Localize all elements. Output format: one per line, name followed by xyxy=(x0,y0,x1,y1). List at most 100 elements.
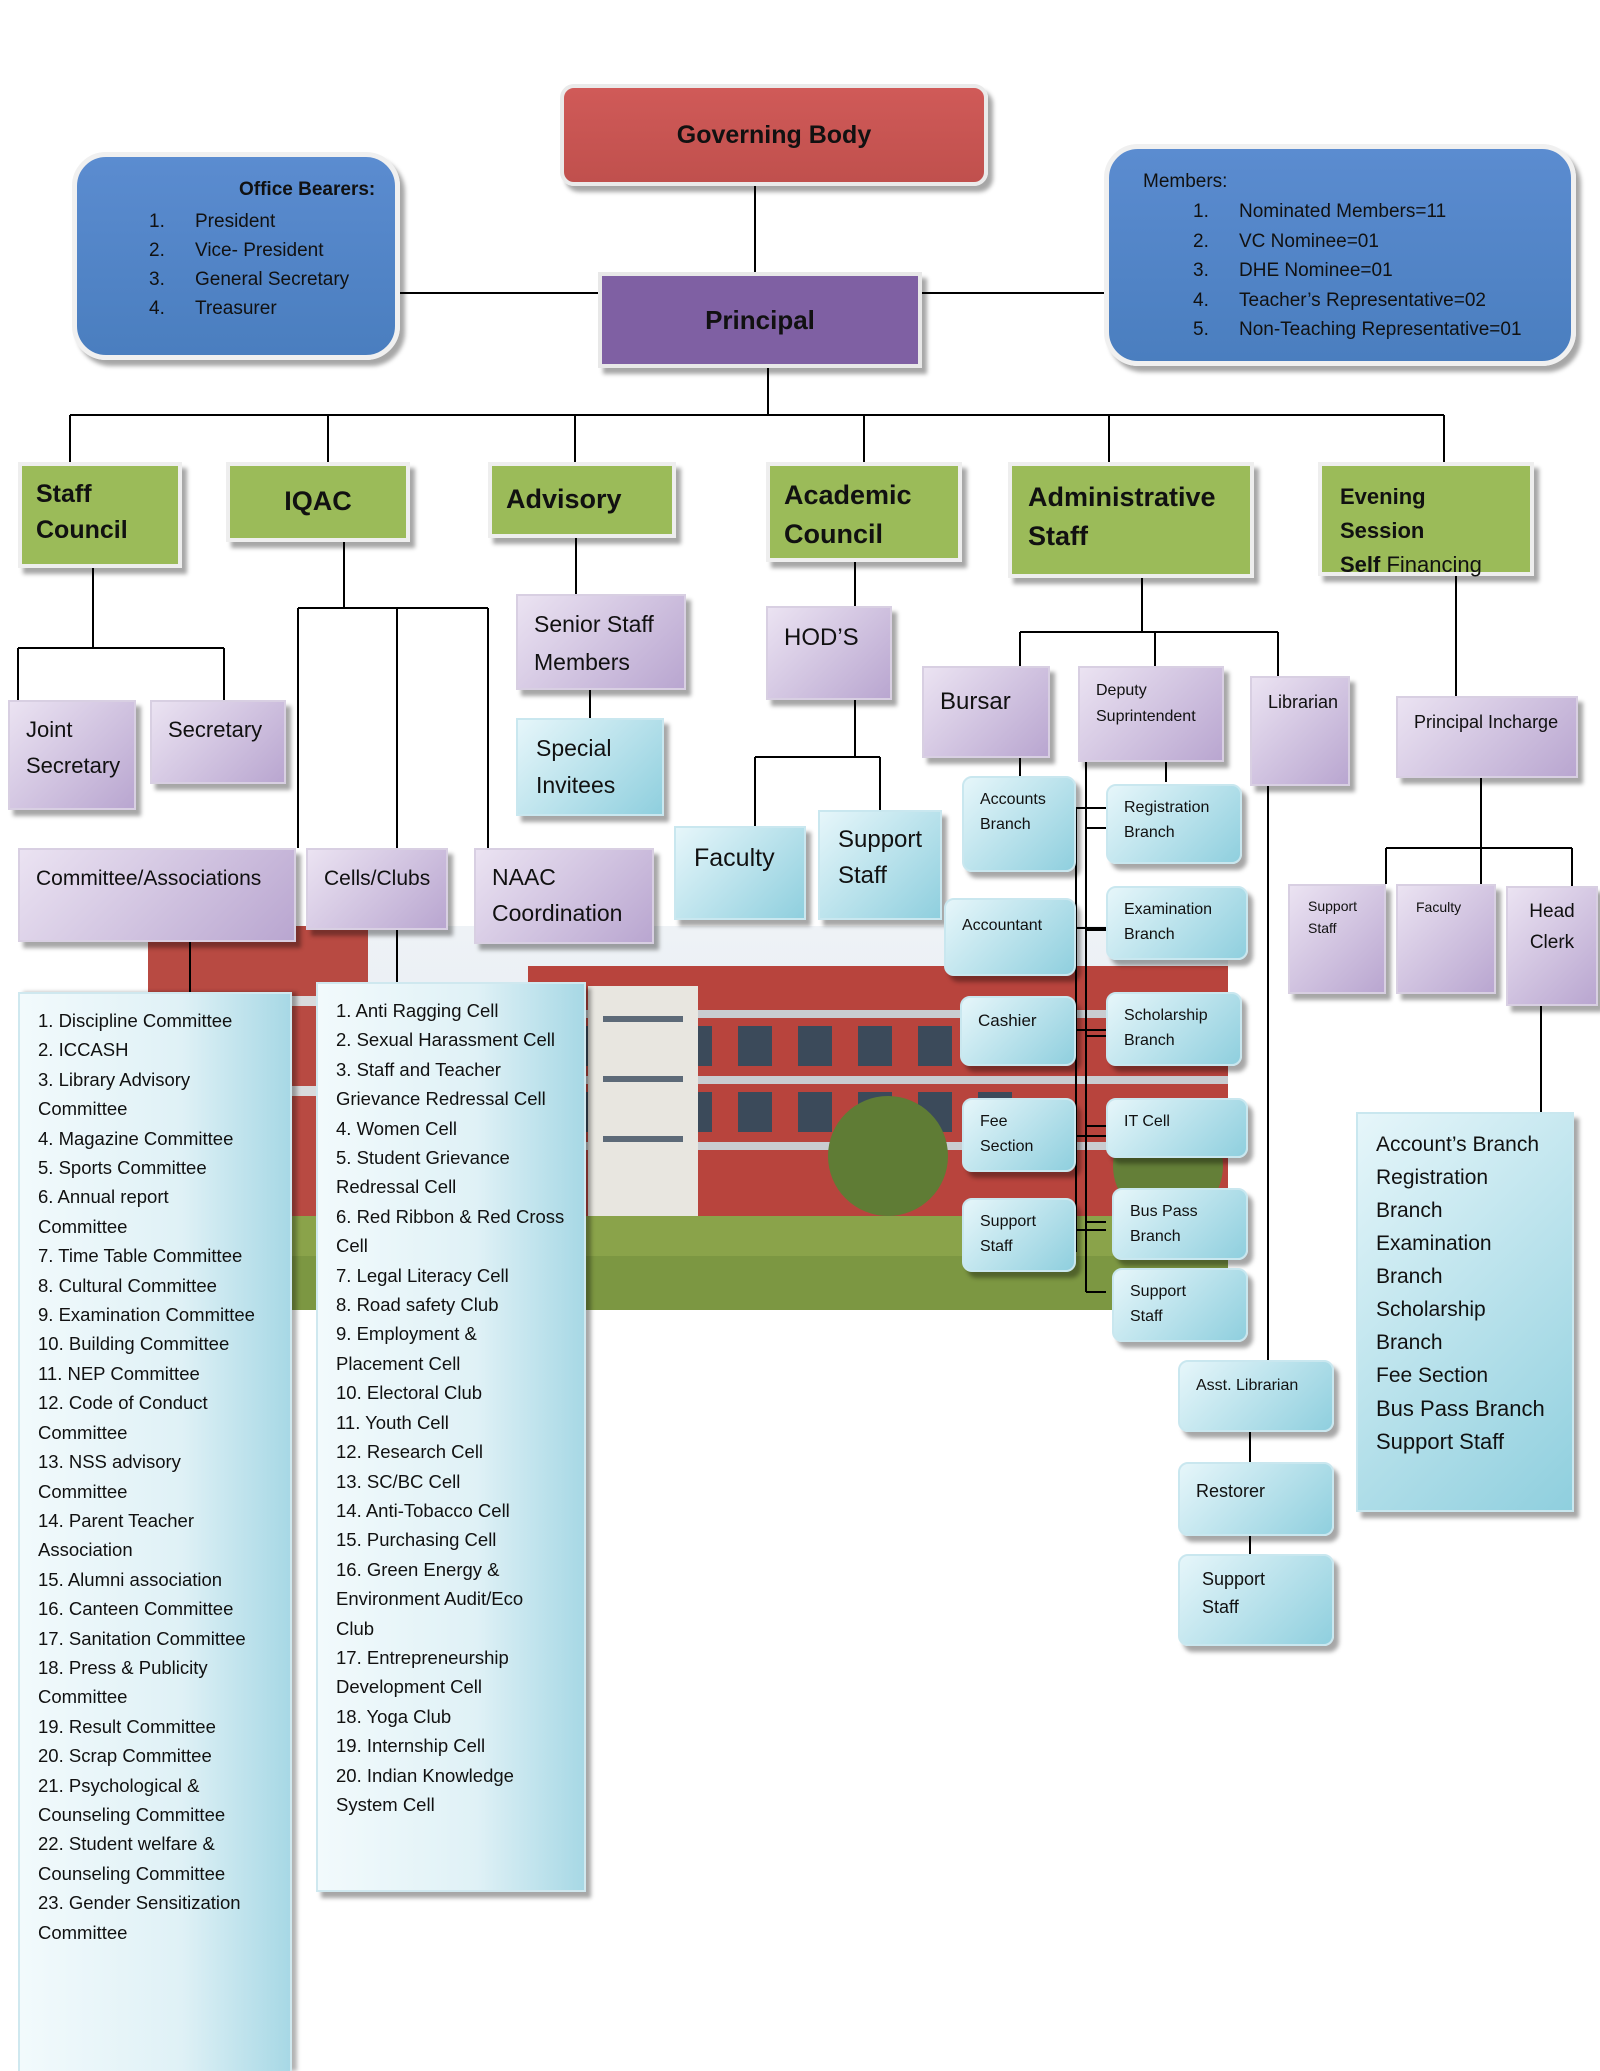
list-item: Committee xyxy=(38,1480,128,1502)
bursar-support-staff-node: Support Staff xyxy=(962,1198,1076,1272)
branch-item: Branch xyxy=(1376,1199,1443,1222)
list-item: 10. Electoral Club xyxy=(336,1382,483,1404)
member-item: 2.VC Nominee=01 xyxy=(1193,230,1379,252)
office-bearers-title: Office Bearers: xyxy=(239,179,376,200)
principal-label: Principal xyxy=(705,304,815,335)
branch-item: Support Staff xyxy=(1376,1429,1505,1454)
registration-branch-node: Registration Branch xyxy=(1106,784,1242,864)
list-item: 12. Code of Conduct xyxy=(38,1392,208,1414)
evening-faculty-node: Faculty xyxy=(1396,884,1496,994)
list-item: Committee xyxy=(38,1215,128,1237)
fee-section-node: Fee Section xyxy=(962,1098,1076,1172)
list-item: 10. Building Committee xyxy=(38,1333,230,1355)
asst-librarian-node: Asst. Librarian xyxy=(1178,1360,1334,1432)
administrative-staff-node: Administrative Staff xyxy=(1008,462,1254,578)
cells-list-box: 1. Anti Ragging Cell 2. Sexual Harassment… xyxy=(316,982,586,1892)
office-bearer-item: 3.General Secretary xyxy=(149,269,350,290)
branch-item: Fee Section xyxy=(1376,1364,1489,1387)
list-item: 9. Employment & xyxy=(336,1323,477,1345)
list-item: 18. Press & Publicity xyxy=(38,1656,208,1678)
list-item: 5. Student Grievance xyxy=(336,1147,510,1169)
list-item: Club xyxy=(336,1617,375,1639)
accounts-branch-node: Accounts Branch xyxy=(962,776,1076,872)
list-item: 14. Anti-Tobacco Cell xyxy=(336,1499,510,1521)
list-item: 6. Annual report xyxy=(38,1186,169,1208)
members-box: Members: 1.Nominated Members=11 2.VC Nom… xyxy=(1104,144,1576,366)
academic-council-node: Academic Council xyxy=(766,462,962,562)
list-item: 19. Result Committee xyxy=(38,1715,216,1737)
list-item: 1. Anti Ragging Cell xyxy=(336,1000,499,1021)
list-item: 18. Yoga Club xyxy=(336,1705,452,1727)
office-bearers-list: 1.President 2.Vice- President 3.General … xyxy=(149,207,395,323)
list-item: Redressal Cell xyxy=(336,1176,457,1198)
faculty-node: Faculty xyxy=(674,826,806,920)
committee-list: 1. Discipline Committee 2. ICCASH 3. Libra… xyxy=(38,1006,272,1947)
list-item: 11. Youth Cell xyxy=(336,1411,449,1433)
list-item: 13. SC/BC Cell xyxy=(336,1470,461,1492)
office-bearer-item: 4.Treasurer xyxy=(149,298,277,319)
list-item: Grievance Redressal Cell xyxy=(336,1088,546,1110)
bursar-node: Bursar xyxy=(922,666,1050,758)
branch-item: Account’s Branch xyxy=(1376,1133,1540,1156)
list-item: 8. Cultural Committee xyxy=(38,1274,217,1296)
bus-pass-branch-node: Bus Pass Branch xyxy=(1112,1188,1248,1260)
list-item: 17. Entrepreneurship xyxy=(336,1646,509,1668)
list-item: 5. Sports Committee xyxy=(38,1157,207,1179)
list-item: 6. Red Ribbon & Red Cross xyxy=(336,1205,565,1227)
list-item: Environment Audit/Eco xyxy=(336,1588,524,1610)
list-item: 21. Psychological & xyxy=(38,1774,200,1796)
list-item: Committee xyxy=(38,1421,128,1443)
members-title: Members: xyxy=(1143,171,1228,192)
list-item: 4. Women Cell xyxy=(336,1117,457,1139)
head-clerk-node: Head Clerk xyxy=(1506,886,1598,1006)
list-item: 1. Discipline Committee xyxy=(38,1010,233,1031)
list-item: Committee xyxy=(38,1921,128,1943)
list-item: System Cell xyxy=(336,1793,435,1815)
member-item: 4.Teacher’s Representative=02 xyxy=(1193,289,1486,311)
list-item: 23. Gender Sensitization xyxy=(38,1892,241,1914)
list-item: 3. Library Advisory xyxy=(38,1068,191,1090)
branch-item: Examination xyxy=(1376,1232,1492,1255)
cells-clubs-node: Cells/Clubs xyxy=(306,848,448,930)
list-item: 4. Magazine Committee xyxy=(38,1127,234,1149)
list-item: 7. Time Table Committee xyxy=(38,1245,243,1267)
members-list: 1.Nominated Members=11 2.VC Nominee=01 3… xyxy=(1143,197,1571,345)
cashier-node: Cashier xyxy=(960,996,1076,1066)
librarian-node: Librarian xyxy=(1250,676,1350,786)
branch-item: Scholarship xyxy=(1376,1298,1486,1321)
evening-branches-box: Account’s Branch Registration Branch Exa… xyxy=(1356,1112,1574,1512)
list-item: Cell xyxy=(336,1235,368,1257)
list-item: 15. Purchasing Cell xyxy=(336,1529,497,1551)
governing-body-label: Governing Body xyxy=(676,120,872,149)
secretary-node: Secretary xyxy=(150,700,286,784)
list-item: 14. Parent Teacher xyxy=(38,1509,194,1531)
member-item: 3.DHE Nominee=01 xyxy=(1193,260,1393,281)
list-item: 15. Alumni association xyxy=(38,1568,223,1590)
list-item: 2. ICCASH xyxy=(38,1039,129,1061)
academic-support-staff-node: Support Staff xyxy=(818,810,942,920)
evening-support-staff-node: Support Staff xyxy=(1288,884,1386,994)
evening-session-node: Evening Session Self Financing xyxy=(1318,462,1534,577)
accountant-node: Accountant xyxy=(944,898,1076,976)
advisory-node: Advisory xyxy=(488,462,676,538)
cells-list: 1. Anti Ragging Cell 2. Sexual Harassment… xyxy=(336,996,566,1819)
list-item: 2. Sexual Harassment Cell xyxy=(336,1029,556,1051)
deputy-superintendent-node: Deputy Suprintendent xyxy=(1078,666,1224,762)
member-item: 1.Nominated Members=11 xyxy=(1193,201,1447,222)
examination-branch-node: Examination Branch xyxy=(1106,886,1248,960)
committee-associations-node: Committee/Associations xyxy=(18,848,296,942)
deputy-support-staff-node: Support Staff xyxy=(1112,1268,1248,1342)
office-bearer-item: 2.Vice- President xyxy=(149,240,324,261)
committee-list-box: 1. Discipline Committee 2. ICCASH 3. Libra… xyxy=(18,992,292,2071)
hods-node: HOD’S xyxy=(766,606,892,700)
list-item: 7. Legal Literacy Cell xyxy=(336,1264,509,1286)
governing-body-node: Governing Body xyxy=(560,84,988,186)
list-item: 20. Indian Knowledge xyxy=(336,1764,514,1786)
list-item: 3. Staff and Teacher xyxy=(336,1058,501,1080)
list-item: Development Cell xyxy=(336,1676,483,1698)
joint-secretary-node: Joint Secretary xyxy=(8,700,136,810)
branch-item: Bus Pass Branch xyxy=(1376,1396,1545,1421)
branch-item: Branch xyxy=(1376,1331,1443,1354)
list-item: Committee xyxy=(38,1098,128,1120)
